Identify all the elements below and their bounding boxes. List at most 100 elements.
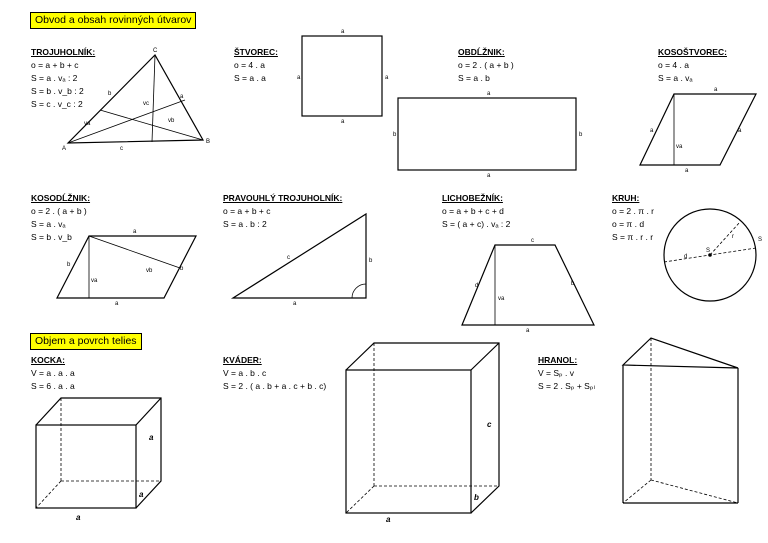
cube-label-a-depth: a xyxy=(139,490,144,499)
para-label-left: b xyxy=(67,262,71,268)
para-label-va: va xyxy=(91,278,98,284)
tri-label-va: va xyxy=(84,121,91,127)
tri-label-a: a xyxy=(180,94,184,100)
circle-label-o: S xyxy=(758,237,762,243)
tri-label-b: b xyxy=(108,91,112,97)
kvader-block: KVÁDER: V = a . b . c S = 2 . ( a . b + … xyxy=(223,354,326,393)
kosodlznik-block: KOSODĹŽNIK: o = 2 . ( a + b ) S = a . vₐ… xyxy=(31,192,90,244)
trojuholnik-block: TROJUHOLNÍK: o = a + b + c S = a . vₐ : … xyxy=(31,46,95,111)
kvader-title: KVÁDER: xyxy=(223,355,262,365)
trojuholnik-line-2: S = a . vₐ : 2 xyxy=(31,73,78,83)
lichobeznik-title: LICHOBEŽNÍK: xyxy=(442,193,503,203)
kocka-block: KOCKA: V = a . a . a S = 6 . a . a xyxy=(31,354,75,393)
tri-label-vc: vc xyxy=(143,101,149,107)
sq-label-left: a xyxy=(297,75,301,81)
kruh-line-3: S = π . r . r xyxy=(612,232,654,242)
circle-label-d: d xyxy=(684,254,687,260)
prism-figure xyxy=(621,337,739,504)
hranol-title: HRANOL: xyxy=(538,355,578,365)
trojuholnik-line-4: S = c . v_c : 2 xyxy=(31,99,83,109)
obdlznik-line-1: o = 2 . ( a + b ) xyxy=(458,60,514,70)
trojuholnik-title: TROJUHOLNÍK: xyxy=(31,47,96,57)
rect-label-left: b xyxy=(393,132,397,138)
kvader-line-2: S = 2 . ( a . b + a . c + b . c) xyxy=(223,381,327,391)
kocka-line-2: S = 6 . a . a xyxy=(31,381,75,391)
hranol-block: HRANOL: V = Sₚ . v S = 2 . Sₚ + Sₚₗ xyxy=(538,354,595,393)
lichobeznik-line-2: S = ( a + c) . vₐ : 2 xyxy=(442,219,511,229)
kocka-title: KOCKA: xyxy=(31,355,65,365)
kosostvorec-line-1: o = 4 . a xyxy=(658,60,689,70)
kosostvorec-block: KOSOŠTVOREC: o = 4 . a S = a . vₐ xyxy=(658,46,727,85)
kosodlznik-line-3: S = b . v_b xyxy=(31,232,72,242)
cuboid-label-a: a xyxy=(386,515,391,524)
trojuholnik-line-1: o = a + b + c xyxy=(31,60,79,70)
cuboid-label-c: c xyxy=(487,420,492,429)
kosostvorec-line-2: S = a . vₐ xyxy=(658,73,693,83)
trap-label-va: va xyxy=(498,296,505,302)
circle-figure xyxy=(663,208,757,302)
kosodlznik-line-1: o = 2 . ( a + b ) xyxy=(31,206,87,216)
pravouhly-line-1: o = a + b + c xyxy=(223,206,271,216)
parallelogram-figure xyxy=(56,235,197,299)
kruh-line-1: o = 2 . π . r xyxy=(612,206,655,216)
para-label-top: a xyxy=(133,229,137,235)
right-triangle-figure xyxy=(230,212,367,299)
lichobeznik-block: LICHOBEŽNÍK: o = a + b + c + d S = ( a +… xyxy=(442,192,510,231)
rhombus-label-left: a xyxy=(650,128,654,134)
para-label-vb: vb xyxy=(146,268,153,274)
tri-label-c: c xyxy=(120,146,123,152)
sq-label-bottom: a xyxy=(341,119,345,125)
trap-label-b: b xyxy=(571,281,575,287)
kocka-line-1: V = a . a . a xyxy=(31,368,75,378)
pravouhly-block: PRAVOUHLÝ TROJUHOLNÍK: o = a + b + c S =… xyxy=(223,192,342,231)
rect-label-right: b xyxy=(579,132,583,138)
trap-label-a: a xyxy=(526,328,530,334)
stvorec-line-2: S = a . a xyxy=(234,73,266,83)
kosodlznik-line-2: S = a . vₐ xyxy=(31,219,66,229)
section-title-solids: Objem a povrch telies xyxy=(30,333,142,350)
kruh-line-2: o = π . d xyxy=(612,219,645,229)
rhombus-label-bottom: a xyxy=(685,168,689,174)
pravouhly-line-2: S = a . b : 2 xyxy=(223,219,267,229)
lichobeznik-line-1: o = a + b + c + d xyxy=(442,206,504,216)
tri-label-A: A xyxy=(62,146,66,152)
para-label-bottom: a xyxy=(115,301,119,307)
trap-label-c: c xyxy=(531,238,534,244)
rect-label-bottom: a xyxy=(487,173,491,179)
cube-label-a-right: a xyxy=(149,433,154,442)
obdlznik-line-2: S = a . b xyxy=(458,73,490,83)
trap-label-d: d xyxy=(475,283,478,289)
trojuholnik-line-3: S = b . v_b : 2 xyxy=(31,86,84,96)
rt-label-c: c xyxy=(287,255,290,261)
kruh-block: KRUH: o = 2 . π . r o = π . d S = π . r … xyxy=(612,192,654,244)
tri-label-vb: vb xyxy=(168,118,175,124)
sq-label-right: a xyxy=(385,75,389,81)
rhombus-label-right: a xyxy=(738,128,742,134)
tri-label-C: C xyxy=(153,48,158,54)
square-figure xyxy=(301,35,383,117)
stvorec-block: ŠTVOREC: o = 4 . a S = a . a xyxy=(234,46,278,85)
obdlznik-title: OBDĹŽNIK: xyxy=(458,47,505,57)
kosostvorec-title: KOSOŠTVOREC: xyxy=(658,47,727,57)
obdlznik-block: OBDĹŽNIK: o = 2 . ( a + b ) S = a . b xyxy=(458,46,514,85)
hranol-line-1: V = Sₚ . v xyxy=(538,368,575,378)
para-label-right: b xyxy=(180,266,184,272)
rt-label-a: a xyxy=(293,301,297,307)
rectangle-figure xyxy=(397,97,577,171)
circle-label-r: r xyxy=(732,234,734,240)
rhombus-figure xyxy=(639,93,757,166)
sq-label-top: a xyxy=(341,29,345,35)
rt-label-b: b xyxy=(369,258,373,264)
cube-label-a-bottom: a xyxy=(76,513,81,522)
rhombus-label-va: va xyxy=(676,144,683,150)
kruh-title: KRUH: xyxy=(612,193,640,203)
kvader-line-1: V = a . b . c xyxy=(223,368,267,378)
kosodlznik-title: KOSODĹŽNIK: xyxy=(31,193,91,203)
stvorec-line-1: o = 4 . a xyxy=(234,60,265,70)
cuboid-figure xyxy=(345,342,500,514)
cube-figure xyxy=(35,397,162,509)
section-title-plane: Obvod a obsah rovinných útvarov xyxy=(30,12,197,29)
hranol-line-2: S = 2 . Sₚ + Sₚₗ xyxy=(538,381,595,391)
rhombus-label-top: a xyxy=(714,87,718,93)
